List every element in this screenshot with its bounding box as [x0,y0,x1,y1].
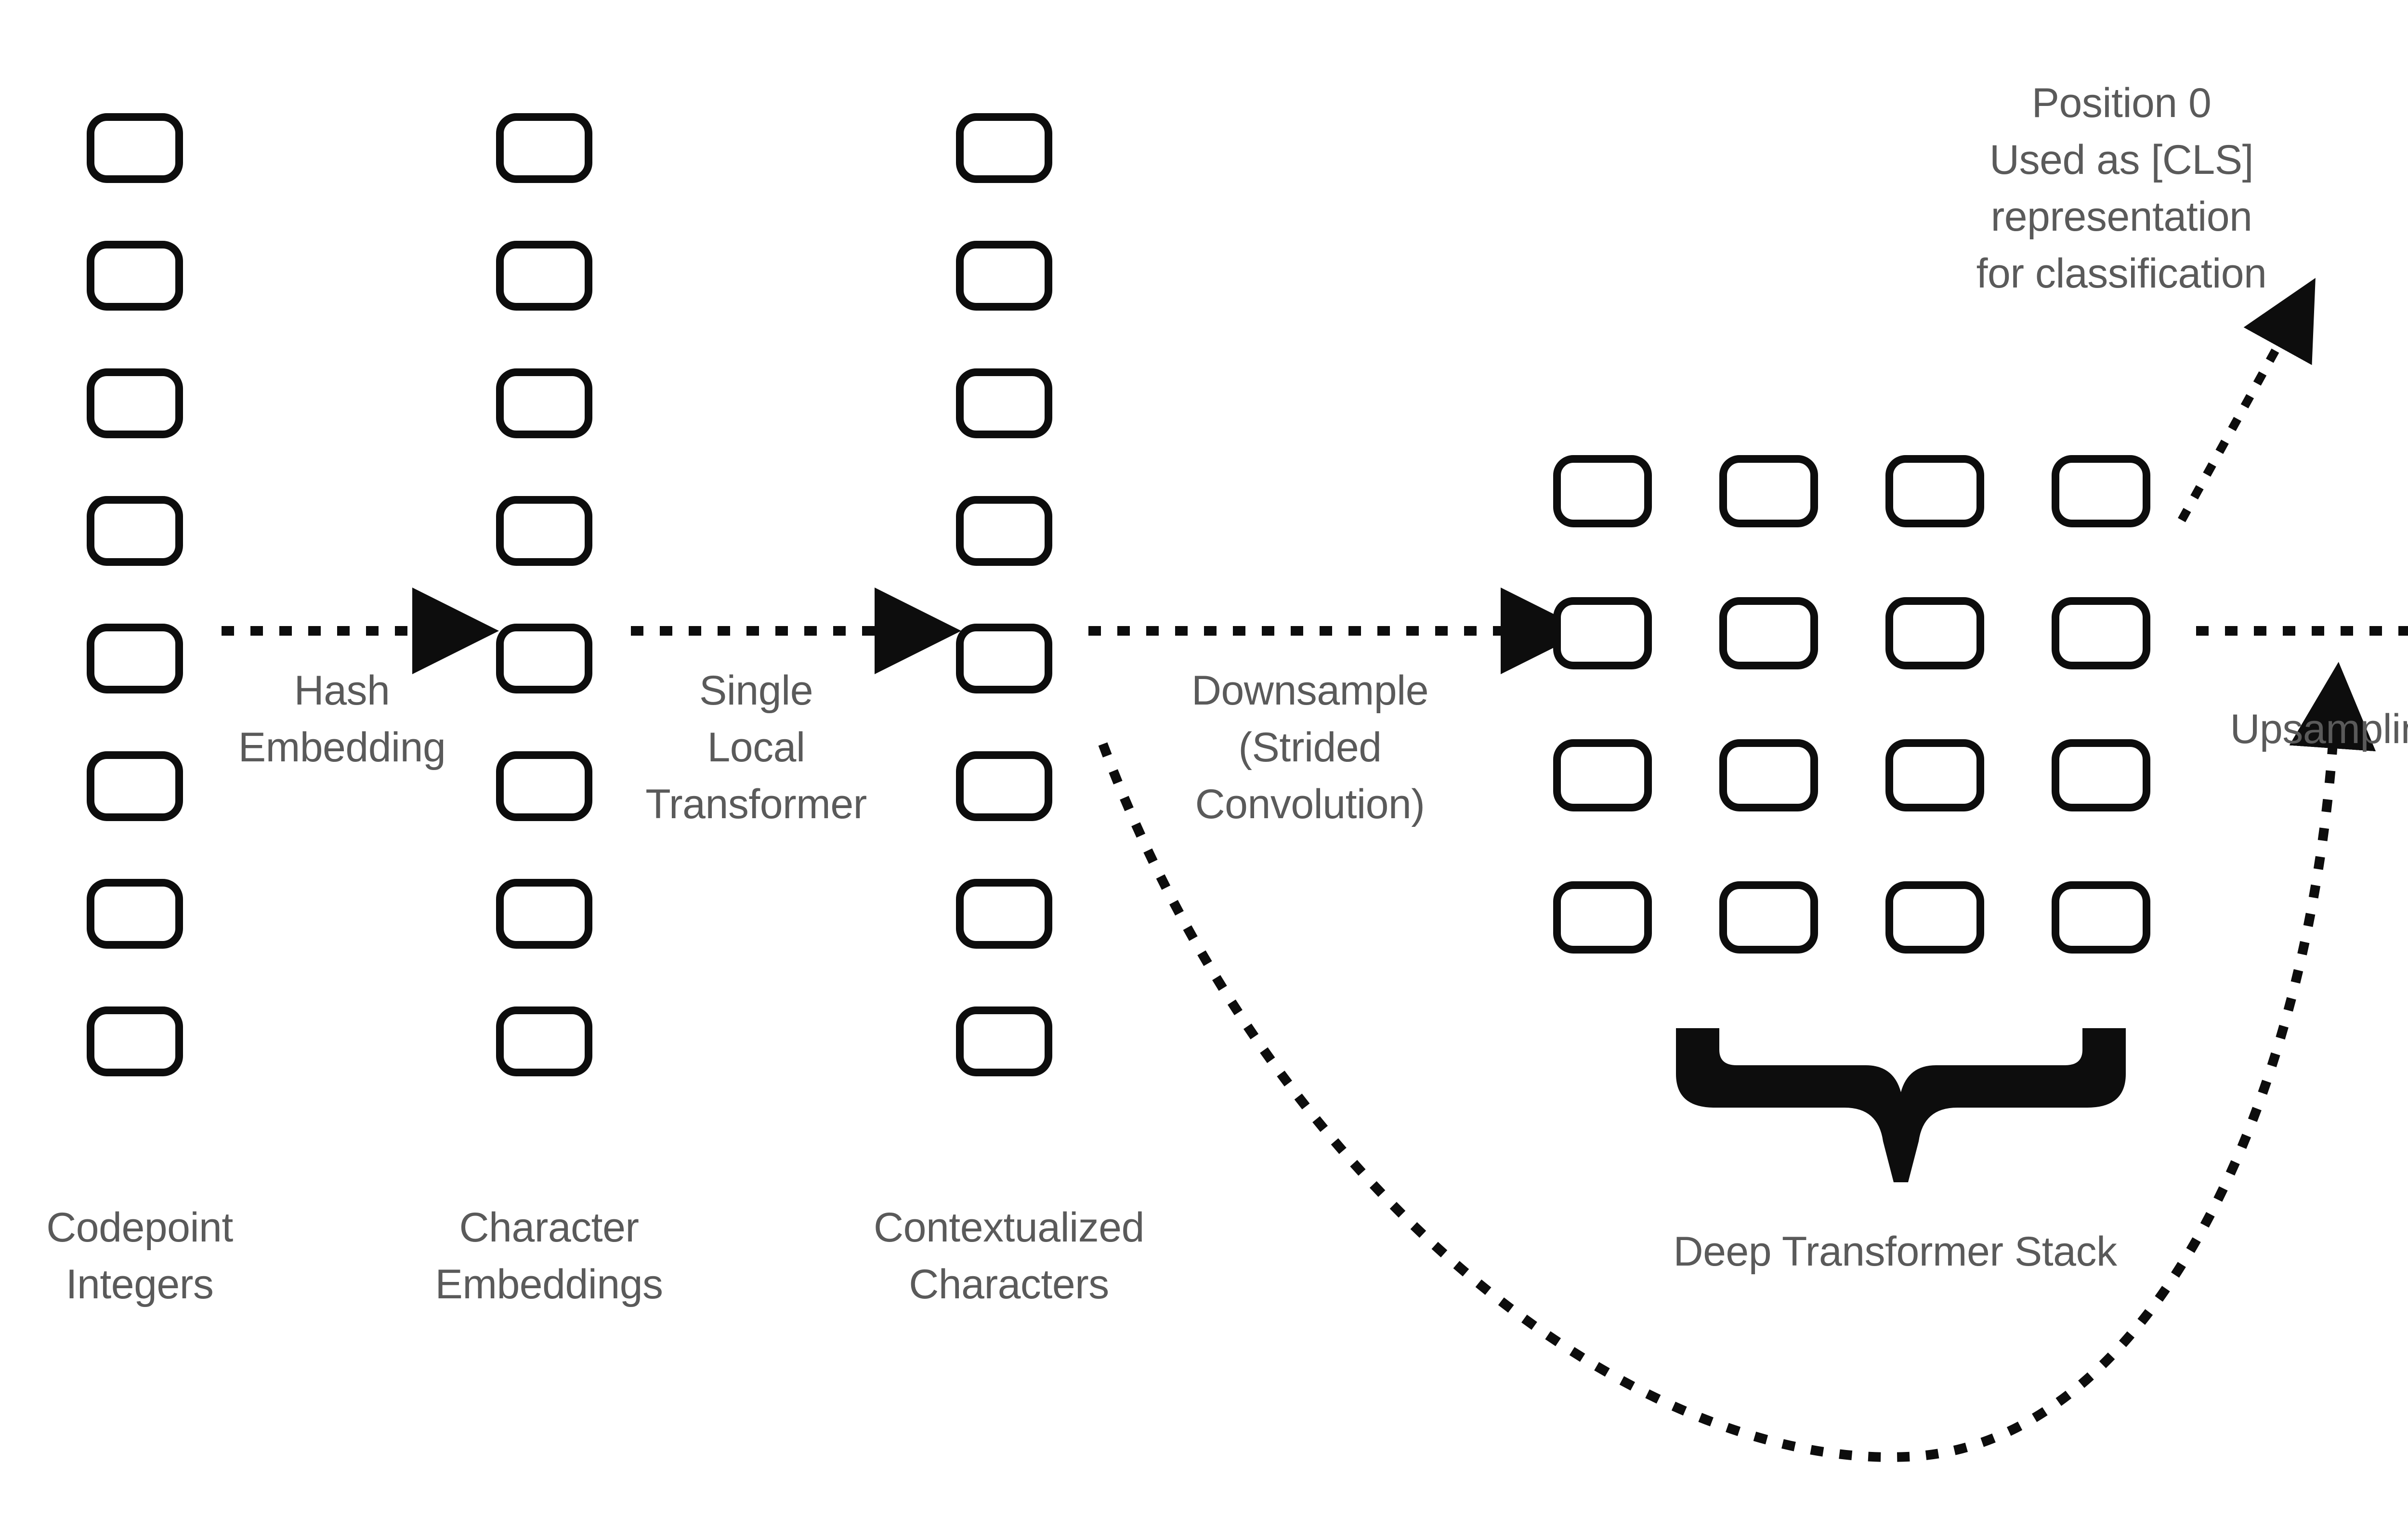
token-box[interactable] [956,368,1052,438]
transformer-cell[interactable] [1553,881,1652,954]
token-box[interactable] [496,879,592,949]
transformer-cell[interactable] [1719,881,1818,954]
arrow-label-upsampling: Upsampling [2230,706,2408,752]
token-box[interactable] [87,496,183,566]
transformer-cell[interactable] [1719,739,1818,811]
token-box[interactable] [496,496,592,566]
token-box[interactable] [496,368,592,438]
transformer-cell[interactable] [1885,455,1984,527]
token-box[interactable] [496,113,592,183]
column-label-contextualized-characters: Contextualized Characters [874,1204,1144,1307]
token-box[interactable] [956,241,1052,311]
column-label-character-embeddings: Character Embeddings [435,1204,663,1307]
arrow-label-downsample: Downsample (Strided Convolution) [1191,667,1429,827]
transformer-cell[interactable] [1885,881,1984,954]
curly-brace-icon [1676,1028,2126,1182]
token-box[interactable] [87,241,183,311]
token-box[interactable] [87,368,183,438]
token-box[interactable] [956,496,1052,566]
transformer-cell[interactable] [1553,739,1652,811]
token-box[interactable] [87,624,183,693]
token-box[interactable] [496,624,592,693]
arrow-cls-callout [2178,278,2316,523]
transformer-cell[interactable] [1553,597,1652,669]
arrow-label-single-local-transformer: Single Local Transformer [645,667,867,827]
token-box[interactable] [496,241,592,311]
token-box[interactable] [87,1006,183,1076]
transformer-cell[interactable] [1719,455,1818,527]
token-box[interactable] [956,113,1052,183]
token-box[interactable] [87,879,183,949]
transformer-cell[interactable] [2052,739,2150,811]
token-box[interactable] [956,879,1052,949]
token-box[interactable] [496,751,592,821]
transformer-cell[interactable] [1885,597,1984,669]
annotation-position-zero-cls: Position 0 Used as [CLS] representation … [1976,80,2267,297]
transformer-cell[interactable] [1885,739,1984,811]
token-box[interactable] [956,1006,1052,1076]
arrow-label-hash-embedding: Hash Embedding [238,667,446,771]
column-label-codepoint-integers: Codepoint Integers [46,1204,233,1307]
transformer-cell[interactable] [2052,881,2150,954]
transformer-cell[interactable] [1719,597,1818,669]
token-box[interactable] [87,751,183,821]
transformer-cell[interactable] [2052,597,2150,669]
deep-transformer-stack-label: Deep Transformer Stack [1673,1228,2117,1275]
token-box[interactable] [956,751,1052,821]
skip-connection-curve [1098,662,2376,1462]
token-box[interactable] [87,113,183,183]
token-box[interactable] [956,624,1052,693]
transformer-cell[interactable] [2052,455,2150,527]
token-box[interactable] [496,1006,592,1076]
transformer-cell[interactable] [1553,455,1652,527]
